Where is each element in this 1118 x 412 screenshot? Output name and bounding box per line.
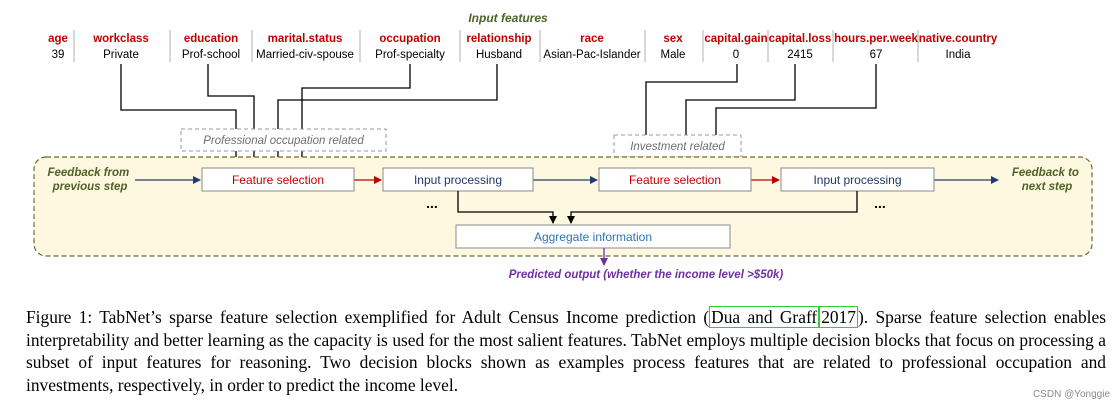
- ip2-to-aggregate-connector: [567, 191, 858, 224]
- feature-name-education: education: [184, 33, 238, 45]
- aggregate-block: [455, 224, 731, 249]
- occupation-connector: [298, 64, 411, 165]
- feature-value-sex: Male: [661, 49, 686, 61]
- feature-name-capital-gain: capital.gain: [704, 33, 767, 45]
- feature-name-race: race: [580, 33, 604, 45]
- predicted-output-label: Predicted output (whether the income lev…: [509, 269, 784, 281]
- feature-value-education: Prof-school: [182, 49, 240, 61]
- feature-name-marital-status: marital.status: [268, 33, 343, 45]
- figure-caption: Figure 1: TabNet’s sparse feature select…: [26, 306, 1106, 396]
- feature-value-relationship: Husband: [476, 49, 522, 61]
- feature-selection-label-2: Feature selection: [629, 173, 721, 187]
- aggregate-label: Aggregate information: [534, 230, 652, 244]
- feature-value-hours-per-week: 67: [870, 49, 883, 61]
- citation-year-link[interactable]: 2017: [819, 306, 858, 328]
- input-processing-label-1: Input processing: [414, 173, 502, 187]
- feature-value-native-country: India: [946, 49, 972, 61]
- feature-selection-block-1: [201, 167, 355, 192]
- ellipsis-1: ...: [426, 195, 438, 211]
- capital-gain-connector: [642, 64, 738, 165]
- feature-name-workclass: workclass: [92, 33, 149, 45]
- feature-value-marital-status: Married-civ-spouse: [256, 49, 354, 61]
- input-processing-label-2: Input processing: [813, 173, 901, 187]
- feature-selection-block-2: [598, 167, 752, 192]
- feature-value-occupation: Prof-specialty: [375, 49, 445, 61]
- capital-loss-connector: [682, 64, 796, 165]
- feature-name-native-country: native.country: [919, 33, 998, 45]
- caption-text-before: Figure 1: TabNet’s sparse feature select…: [26, 307, 710, 327]
- feature-value-race: Asian-Pac-Islander: [543, 49, 640, 61]
- citation-authors-link[interactable]: Dua and Graff: [709, 306, 820, 328]
- feature-value-workclass: Private: [103, 49, 139, 61]
- feature-name-age: age: [48, 33, 68, 45]
- feedback-from-label: Feedback from previous step: [47, 167, 132, 193]
- watermark: CSDN @Yonggie: [1032, 389, 1110, 400]
- feature-value-capital-loss: 2415: [787, 49, 813, 61]
- feature-value-capital-gain: 0: [733, 49, 739, 61]
- professional-group-label: Professional occupation related: [203, 135, 364, 147]
- feature-name-occupation: occupation: [379, 33, 440, 45]
- feature-name-relationship: relationship: [466, 33, 531, 45]
- ellipsis-2: ...: [874, 195, 886, 211]
- investment-group-label: Investment related: [630, 141, 725, 153]
- professional-group-box: [180, 128, 387, 152]
- feature-value-age: 39: [52, 49, 65, 61]
- caption-text-after: ). Sparse feature selection enables inte…: [26, 307, 1106, 395]
- feature-name-sex: sex: [663, 33, 683, 45]
- diagram-title: Input features: [468, 11, 548, 25]
- feature-selection-label-1: Feature selection: [232, 173, 324, 187]
- feature-name-hours-per-week: hours.per.week: [834, 33, 918, 45]
- feature-name-capital-loss: capital.loss: [769, 33, 832, 45]
- ip1-to-aggregate-connector: [457, 191, 557, 224]
- feedback-to-label: Feedback to next step: [1012, 167, 1082, 193]
